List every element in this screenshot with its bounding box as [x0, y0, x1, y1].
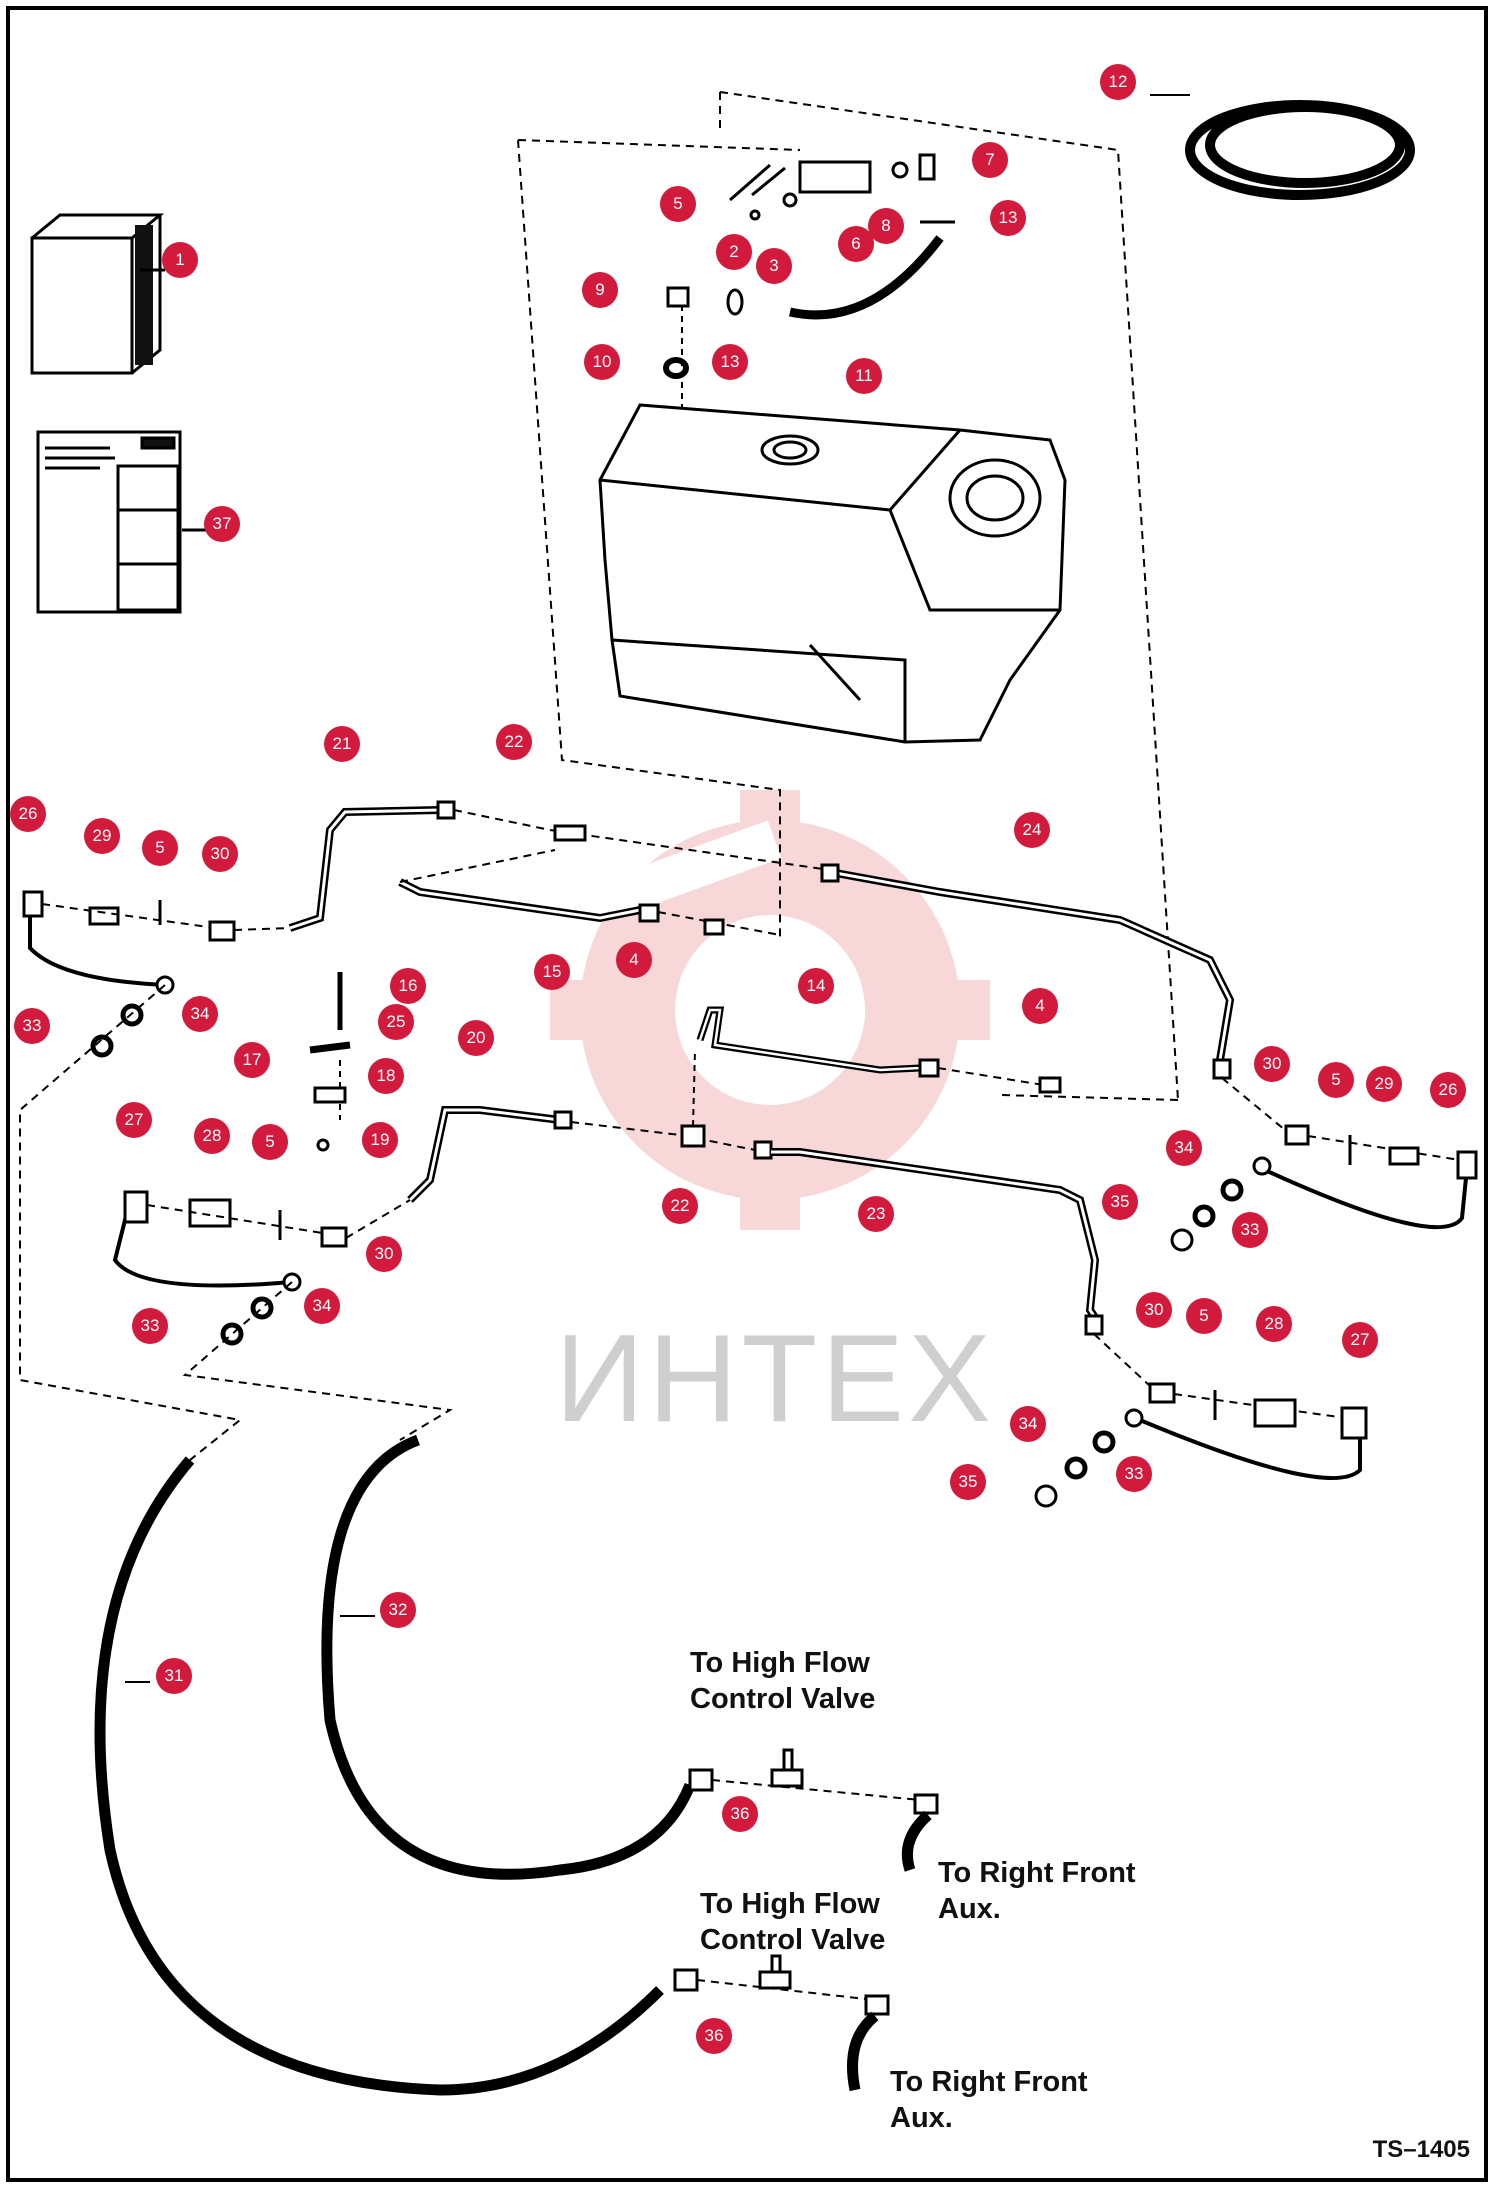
callout-2: 2 [716, 234, 752, 270]
callout-33: 33 [14, 1008, 50, 1044]
callout-35: 35 [950, 1464, 986, 1500]
line-art [19, 91, 1478, 2096]
callout-26: 26 [1430, 1072, 1466, 1108]
figure-code: TS–1405 [1372, 2136, 1470, 2163]
callout-33: 33 [1116, 1456, 1152, 1492]
callout-37: 37 [204, 506, 240, 542]
callout-9: 9 [582, 272, 618, 308]
callout-14: 14 [798, 968, 834, 1004]
note-high-flow-valve-1: To High Flow Control Valve [690, 1647, 876, 1715]
callout-26: 26 [10, 796, 46, 832]
callout-4: 4 [1022, 988, 1058, 1024]
callout-10: 10 [584, 344, 620, 380]
callout-31: 31 [156, 1658, 192, 1694]
callout-34: 34 [1166, 1130, 1202, 1166]
callout-29: 29 [84, 818, 120, 854]
callout-28: 28 [1256, 1306, 1292, 1342]
callout-5: 5 [252, 1124, 288, 1160]
callout-13: 13 [712, 344, 748, 380]
callout-15: 15 [534, 954, 570, 990]
callout-3: 3 [756, 248, 792, 284]
callout-28: 28 [194, 1118, 230, 1154]
callout-30: 30 [202, 836, 238, 872]
callout-27: 27 [1342, 1322, 1378, 1358]
callout-19: 19 [362, 1122, 398, 1158]
callout-34: 34 [182, 996, 218, 1032]
callout-24: 24 [1014, 812, 1050, 848]
callout-20: 20 [458, 1020, 494, 1056]
watermark-logo [550, 790, 990, 1230]
callout-5: 5 [1318, 1062, 1354, 1098]
callout-25: 25 [378, 1004, 414, 1040]
callout-34: 34 [1010, 1406, 1046, 1442]
callout-35: 35 [1102, 1184, 1138, 1220]
callout-32: 32 [380, 1592, 416, 1628]
note-high-flow-valve-2: To High Flow Control Valve [700, 1888, 886, 1956]
callout-8: 8 [868, 208, 904, 244]
callout-30: 30 [366, 1236, 402, 1272]
watermark-text: ИНТЕХ [555, 1310, 995, 1448]
callout-29: 29 [1366, 1066, 1402, 1102]
callout-33: 33 [132, 1308, 168, 1344]
callout-5: 5 [1186, 1298, 1222, 1334]
note-right-front-aux-2: To Right Front Aux. [890, 2066, 1088, 2134]
callout-23: 23 [858, 1196, 894, 1232]
callout-5: 5 [142, 830, 178, 866]
callout-34: 34 [304, 1288, 340, 1324]
callout-22: 22 [496, 724, 532, 760]
callout-12: 12 [1100, 64, 1136, 100]
callout-17: 17 [234, 1042, 270, 1078]
callout-22: 22 [662, 1188, 698, 1224]
callout-36: 36 [696, 2018, 732, 2054]
callout-36: 36 [722, 1796, 758, 1832]
callout-13: 13 [990, 200, 1026, 236]
callout-16: 16 [390, 968, 426, 1004]
callout-21: 21 [324, 726, 360, 762]
callout-1: 1 [162, 242, 198, 278]
callout-6: 6 [838, 226, 874, 262]
callout-7: 7 [972, 142, 1008, 178]
callout-18: 18 [368, 1058, 404, 1094]
callout-4: 4 [616, 942, 652, 978]
callout-33: 33 [1232, 1212, 1268, 1248]
callout-5: 5 [660, 186, 696, 222]
callout-11: 11 [846, 358, 882, 394]
callout-30: 30 [1254, 1046, 1290, 1082]
callout-27: 27 [116, 1102, 152, 1138]
note-right-front-aux-1: To Right Front Aux. [938, 1857, 1136, 1925]
diagram-frame [6, 6, 1488, 2182]
callout-30: 30 [1136, 1292, 1172, 1328]
